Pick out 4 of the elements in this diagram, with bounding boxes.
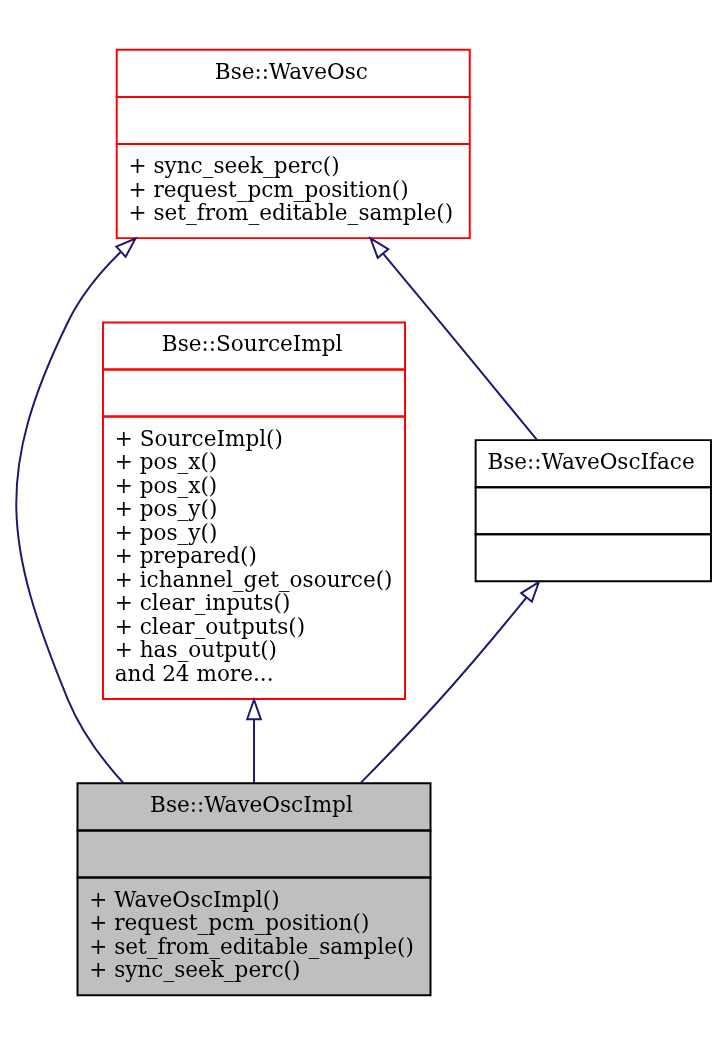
arrow bbox=[368, 235, 538, 441]
arrow bbox=[245, 696, 263, 784]
arrow bbox=[359, 579, 541, 784]
arrow bbox=[15, 236, 138, 784]
